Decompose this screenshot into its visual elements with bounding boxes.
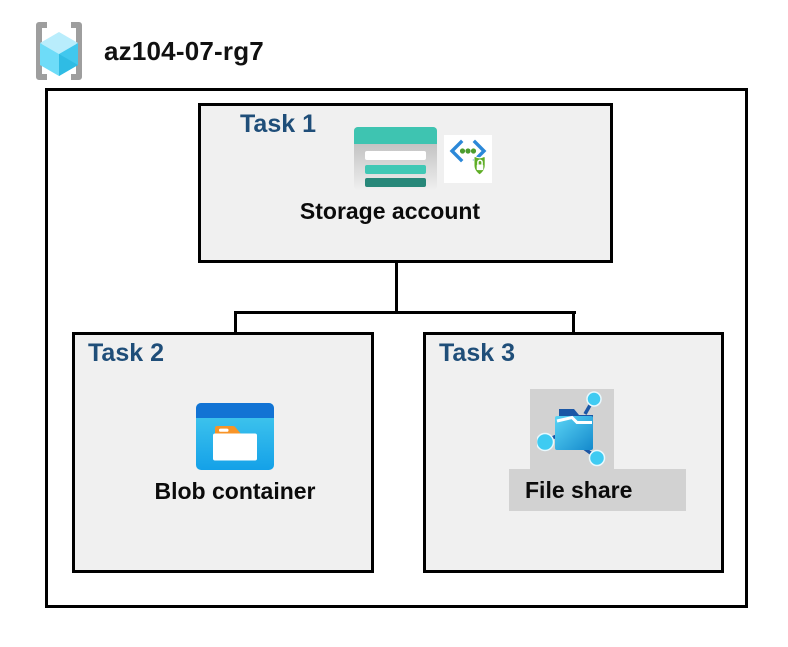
blob-container-label: Blob container bbox=[154, 478, 316, 504]
connector-storage-down bbox=[395, 230, 398, 313]
file-share-label-highlight: File share bbox=[509, 469, 686, 511]
resource-group-title: az104-07-rg7 bbox=[104, 35, 264, 66]
storage-account-icon bbox=[354, 127, 437, 190]
task3-box bbox=[423, 332, 724, 573]
task2-label: Task 2 bbox=[88, 339, 164, 367]
connector-horizontal bbox=[234, 311, 576, 314]
secure-endpoint-icon bbox=[444, 135, 492, 183]
file-share-icon bbox=[537, 391, 606, 467]
task3-label: Task 3 bbox=[439, 339, 515, 367]
blob-container-icon bbox=[196, 403, 274, 470]
storage-account-label: Storage account bbox=[299, 198, 481, 224]
resource-group-icon bbox=[36, 22, 82, 80]
task1-label: Task 1 bbox=[240, 110, 316, 138]
file-share-label: File share bbox=[525, 476, 633, 503]
